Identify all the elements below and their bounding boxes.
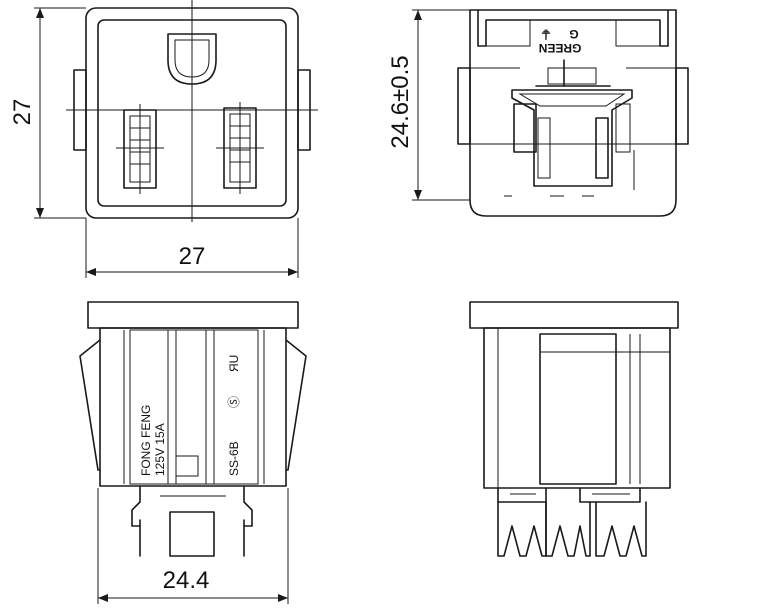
ground-letter-marking: G bbox=[569, 27, 578, 41]
ul-mark: ЯU bbox=[227, 355, 241, 372]
rear-left-terminal bbox=[513, 103, 537, 153]
rear-right-terminal bbox=[595, 117, 609, 179]
label-panel bbox=[129, 329, 259, 485]
side-left-leg bbox=[131, 485, 141, 527]
side-right-clip bbox=[285, 339, 307, 471]
side-left-clip bbox=[79, 339, 101, 471]
brand-line-1: FONG FENG bbox=[139, 405, 153, 476]
ground-pin-hole bbox=[167, 33, 217, 85]
front-height-label: 27 bbox=[9, 99, 36, 126]
other-side-flange bbox=[469, 301, 679, 329]
side-view: FONG FENG 125V 15A SS-6B ЯU Ⓢ 24.4 bbox=[79, 301, 307, 604]
other-side-body bbox=[483, 327, 671, 489]
rear-height-label: 24.6±0.5 bbox=[387, 55, 414, 148]
label-window bbox=[175, 455, 199, 477]
rear-right-wing bbox=[675, 67, 689, 145]
side-body bbox=[99, 327, 287, 487]
brand-line-2: 125V 15A bbox=[153, 423, 167, 476]
csa-mark: Ⓢ bbox=[227, 396, 241, 408]
other-side-view bbox=[469, 301, 679, 557]
side-width-label: 24.4 bbox=[163, 567, 210, 594]
ground-pin-hole-inner bbox=[174, 39, 210, 78]
other-side-center-terminal bbox=[545, 501, 591, 557]
rear-contact-frame bbox=[511, 89, 633, 187]
side-flange bbox=[87, 301, 299, 329]
side-right-leg bbox=[243, 485, 253, 527]
rear-top-bracket bbox=[477, 9, 669, 47]
model-marking: SS-6B bbox=[227, 441, 241, 476]
front-width-label: 27 bbox=[179, 243, 206, 270]
front-view: 27 27 bbox=[9, 0, 318, 278]
rear-view: GREEN G ⏚ 24.6±0.5 bbox=[387, 9, 689, 217]
other-side-right-terminal bbox=[595, 501, 647, 557]
rear-outer-body bbox=[469, 9, 677, 217]
side-center-terminal bbox=[169, 511, 215, 557]
other-side-panel bbox=[539, 333, 617, 485]
rear-left-wing bbox=[457, 67, 471, 145]
other-side-left-terminal bbox=[497, 501, 547, 557]
ground-symbol-marking: ⏚ bbox=[540, 27, 552, 41]
ground-color-marking: GREEN bbox=[539, 41, 582, 55]
